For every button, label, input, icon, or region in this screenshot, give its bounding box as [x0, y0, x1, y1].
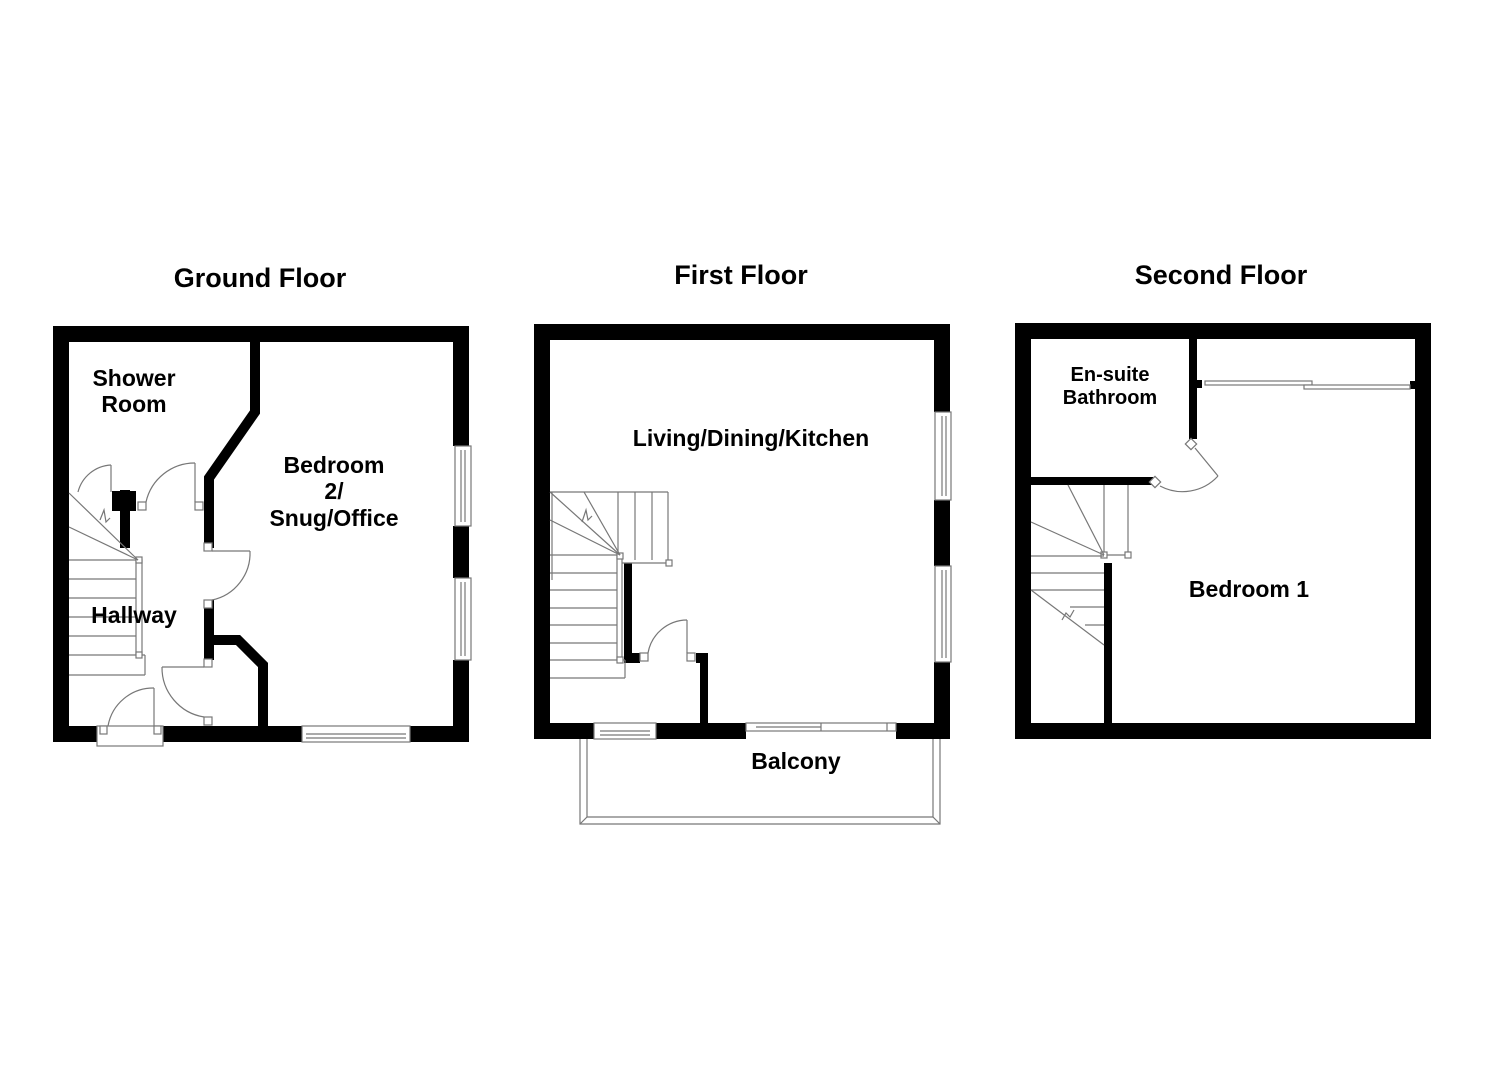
- room-label-bedroom-2-line2: 2/: [324, 478, 344, 504]
- outer-wall-bottom: [53, 726, 99, 742]
- door-icon: [137, 462, 204, 511]
- outer-wall-left: [1015, 323, 1031, 739]
- outer-wall-bottom: [1015, 723, 1431, 739]
- room-label-shower-room: Shower: [92, 365, 175, 391]
- interior-wall: [1189, 339, 1197, 439]
- room-label-balcony: Balcony: [751, 748, 841, 774]
- room-label-hallway: Hallway: [91, 602, 177, 628]
- staircase-icon: [68, 492, 146, 676]
- window-icon: [454, 577, 472, 661]
- room-label-living-dining-kitchen: Living/Dining/Kitchen: [633, 425, 869, 451]
- outer-wall-right: [1415, 323, 1431, 739]
- window-icon: [934, 565, 952, 663]
- staircase-icon: [549, 491, 673, 679]
- window-icon: [301, 725, 411, 743]
- front-door-icon: [96, 687, 164, 747]
- first-floor-title: First Floor: [674, 260, 808, 290]
- outer-wall-left: [534, 324, 550, 739]
- room-label-en-suite: En-suite: [1071, 364, 1150, 386]
- window-icon: [454, 445, 472, 527]
- room-label-bedroom-2-line3: Snug/Office: [269, 505, 398, 531]
- door-icon: [203, 542, 251, 609]
- room-label-en-suite-line2: Bathroom: [1063, 387, 1157, 409]
- outer-wall-right: [453, 326, 469, 446]
- room-label-bedroom-2: Bedroom: [284, 452, 385, 478]
- window-icon: [593, 722, 657, 740]
- ground-floor-title: Ground Floor: [174, 263, 347, 293]
- door-icon: [1148, 437, 1219, 493]
- outer-wall-top: [534, 324, 950, 340]
- interior-wall: [204, 342, 260, 548]
- interior-wall: [1031, 477, 1153, 485]
- sliding-door-icon: [745, 722, 897, 732]
- balcony-outline: [579, 739, 941, 825]
- outer-wall-top: [1015, 323, 1431, 339]
- ground-floor-plan: Ground Floor: [53, 263, 472, 747]
- staircase-icon: [1030, 484, 1132, 646]
- interior-wall: [624, 563, 632, 663]
- door-icon: [161, 658, 213, 726]
- door-icon: [77, 464, 112, 493]
- outer-wall-left: [53, 326, 69, 742]
- outer-wall-right: [934, 324, 950, 412]
- wardrobe-sliding-door-icon: [1196, 380, 1416, 390]
- outer-wall-bottom: [534, 723, 594, 739]
- window-icon: [934, 411, 952, 501]
- second-floor-plan: Second Floor: [1015, 260, 1431, 739]
- interior-wall: [204, 600, 268, 726]
- door-icon: [639, 619, 696, 662]
- room-label-bedroom-1: Bedroom 1: [1189, 576, 1309, 602]
- room-label-shower-room-line2: Room: [101, 391, 166, 417]
- interior-wall: [1104, 563, 1112, 723]
- first-floor-plan: First Floor: [534, 260, 952, 825]
- outer-wall-top: [53, 326, 469, 342]
- second-floor-title: Second Floor: [1135, 260, 1308, 290]
